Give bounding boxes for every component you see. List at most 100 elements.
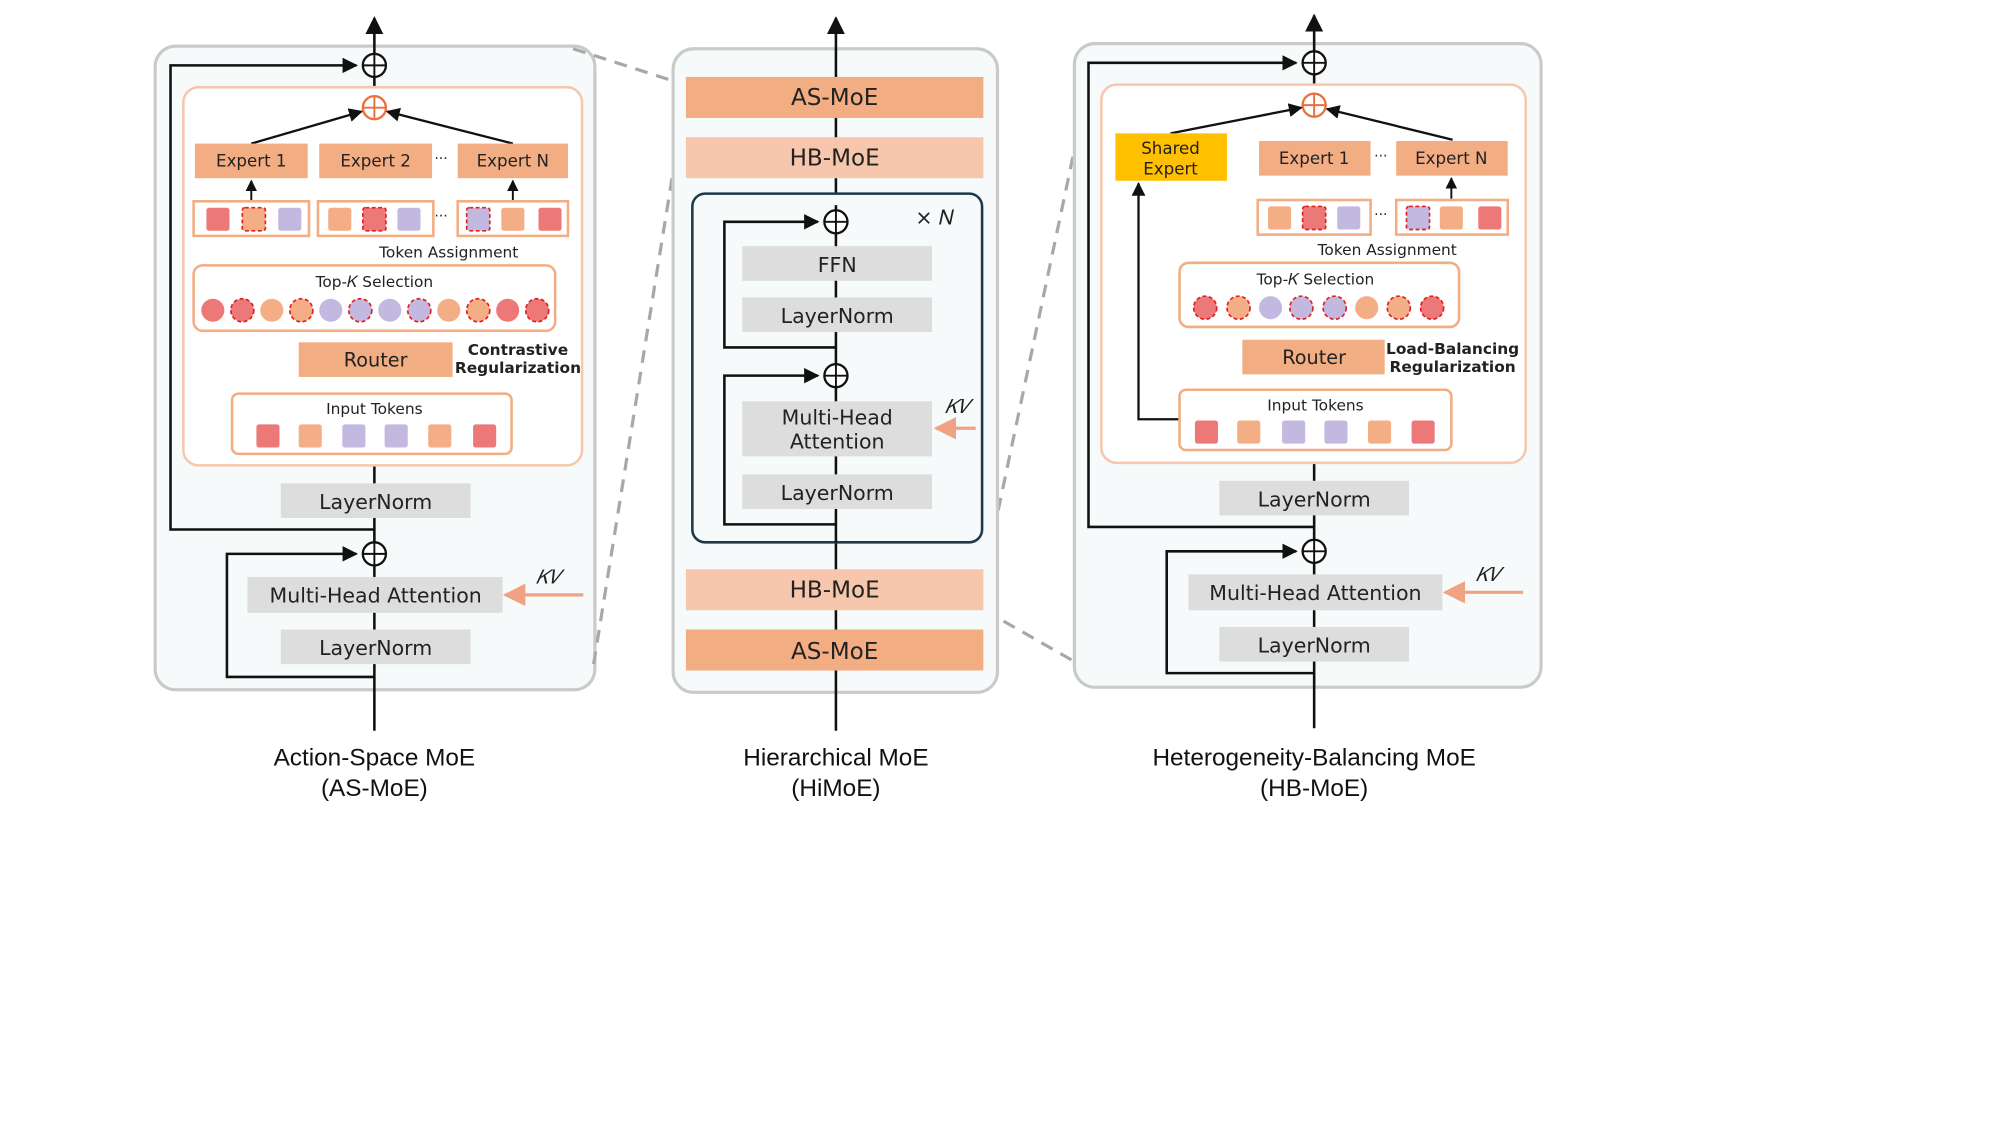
hb-moe-caption-line2: (HB-MoE)	[1260, 775, 1368, 802]
expert-output-arrow	[385, 107, 514, 145]
expert-n-box	[1396, 141, 1508, 176]
layernorm-box	[1219, 626, 1410, 662]
topk-selection-label: Top-𝐾 Selection	[315, 273, 434, 291]
sum-node	[823, 362, 849, 389]
himoe-caption-line1: Hierarchical MoE	[743, 744, 928, 771]
kv-label: 𝐾𝑉	[945, 395, 974, 418]
as-moe-block	[685, 629, 984, 671]
input-tokens-label: Input Tokens	[1267, 396, 1363, 414]
hb-moe-block	[685, 137, 984, 179]
multi-head-attention-box	[1188, 574, 1443, 611]
sum-node	[1301, 50, 1327, 76]
router-box	[298, 342, 453, 377]
shared-expert-box	[1115, 133, 1227, 181]
input-token-row	[1194, 420, 1435, 444]
as-moe-panel: Expert 1 Expert 2 ··· Expert N ···	[153, 16, 597, 731]
shared-expert-input-arrow	[1131, 181, 1180, 421]
layernorm-box	[280, 629, 471, 665]
layernorm-box	[742, 474, 933, 509]
as-moe-block-label: AS-MoE	[791, 639, 878, 665]
expert-1-token-group	[1256, 198, 1372, 236]
expert-1-token-group	[192, 200, 311, 238]
layernorm-label: LayerNorm	[1258, 634, 1371, 658]
as-moe-caption-line1: Action-Space MoE	[274, 744, 476, 771]
regularization-label-line2: Regularization	[455, 359, 581, 377]
topk-selection-label: Top-𝐾 Selection	[1256, 271, 1375, 289]
multi-head-attention-label: Multi-Head Attention	[270, 584, 482, 608]
multi-head-attention-label-line1: Multi-Head	[782, 405, 893, 429]
shared-expert-label-line2: Expert	[1143, 159, 1198, 178]
hb-moe-panel: Shared Expert Expert 1 ··· Expert N ··· …	[1072, 13, 1543, 729]
ffn-label: FFN	[818, 253, 857, 277]
regularization-label-line1: Load-Balancing	[1386, 340, 1519, 358]
layernorm-label: LayerNorm	[1258, 487, 1371, 511]
ellipsis: ···	[1374, 207, 1387, 223]
ellipsis: ···	[434, 151, 447, 167]
expert-1-box	[194, 143, 308, 179]
as-moe-block-label: AS-MoE	[791, 85, 878, 111]
router-box	[1242, 339, 1385, 375]
residual-connection	[723, 214, 836, 349]
sum-node	[361, 541, 388, 567]
layernorm-box	[742, 297, 933, 333]
expert-2-token-group	[316, 200, 435, 238]
expert-1-label: Expert 1	[216, 152, 286, 171]
sum-node	[361, 52, 388, 79]
expert-n-label: Expert N	[477, 152, 549, 171]
token-assignment-label: Token Assignment	[378, 244, 518, 262]
zoom-connector	[983, 608, 1085, 669]
expert-2-box	[319, 143, 433, 179]
input-tokens-label: Input Tokens	[326, 400, 422, 418]
zoom-connector	[592, 99, 687, 665]
expert-1-label: Expert 1	[1279, 149, 1349, 168]
residual-connection	[1165, 543, 1315, 675]
residual-connection	[225, 546, 375, 679]
hb-moe-block	[685, 569, 984, 611]
expert-n-token-group	[456, 200, 570, 238]
scored-tokens	[1192, 295, 1445, 321]
hb-moe-block-label: HB-MoE	[790, 145, 880, 171]
topk-selection-box	[192, 264, 557, 333]
layernorm-box	[280, 483, 471, 518]
regularization-label-line2: Regularization	[1390, 358, 1516, 376]
hb-moe-block-label: HB-MoE	[790, 577, 880, 603]
sum-node	[823, 209, 849, 235]
as-moe-caption-line2: (AS-MoE)	[321, 775, 428, 802]
ellipsis: ···	[434, 209, 447, 225]
input-token-row	[256, 424, 497, 448]
expert-n-label: Expert N	[1415, 149, 1487, 168]
layernorm-label: LayerNorm	[781, 304, 894, 328]
ffn-box	[742, 246, 933, 281]
multi-head-attention-box	[247, 576, 503, 613]
residual-connection	[723, 367, 836, 526]
layernorm-label: LayerNorm	[319, 490, 432, 514]
router-label: Router	[1282, 346, 1346, 369]
router-label: Router	[344, 349, 408, 372]
token-assignment-label: Token Assignment	[1317, 241, 1457, 259]
zoom-connector	[983, 76, 1092, 575]
expert-output-arrow	[1170, 103, 1303, 135]
expert-sum-node	[1301, 92, 1327, 118]
as-moe-block	[685, 76, 984, 118]
himoe-panel: AS-MoE HB-MoE × 𝑁 FFN LayerNorm Multi-He…	[671, 16, 1000, 731]
expert-output-arrow	[1325, 105, 1453, 141]
repeat-n-label: × 𝑁	[915, 205, 955, 229]
multi-head-attention-label: Multi-Head Attention	[1209, 581, 1421, 605]
ellipsis: ···	[1374, 148, 1387, 164]
expert-1-box	[1259, 141, 1371, 176]
scored-tokens	[201, 297, 550, 323]
zoom-connector	[572, 47, 686, 87]
multi-head-attention-label-line2: Attention	[790, 430, 885, 454]
layernorm-label: LayerNorm	[319, 636, 432, 660]
residual-connection	[1087, 55, 1315, 529]
expert-sum-node	[361, 95, 388, 121]
layernorm-box	[1219, 480, 1410, 516]
shared-expert-label-line1: Shared	[1141, 139, 1200, 158]
expert-n-token-group	[1394, 198, 1510, 236]
kv-label: 𝐾𝑉	[536, 565, 565, 588]
multi-head-attention-box	[742, 401, 933, 457]
kv-label: 𝐾𝑉	[1476, 563, 1505, 586]
himoe-caption-line2: (HiMoE)	[791, 775, 880, 802]
hb-moe-caption-line1: Heterogeneity-Balancing MoE	[1152, 744, 1475, 771]
